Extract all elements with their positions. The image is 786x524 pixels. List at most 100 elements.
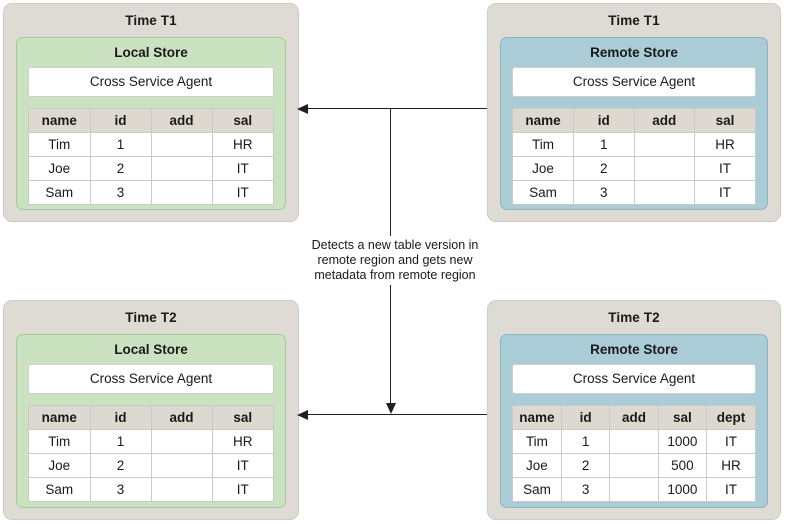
panel-t2-remote: Time T2 Remote Store Cross Service Agent… [487,300,781,520]
panel-title-t2-local: Time T2 [125,310,177,325]
data-table-t1-remote: name id add sal Tim 1 HR [513,108,755,204]
cell-add [150,155,213,181]
cell-name: Joe [29,155,91,181]
table-row: Sam 3 IT [513,179,755,204]
cell-sal: IT [211,476,273,501]
cell-sal: 1000 [657,476,708,501]
cell-id: 1 [573,131,635,157]
cell-add [150,452,213,478]
cell-name: Joe [513,155,574,181]
cell-sal: IT [694,179,755,204]
table-row: Joe 2 IT [29,452,273,478]
table-header-row: name id add sal dept [513,405,755,430]
cell-id: 2 [573,155,635,181]
col-header-sal: sal [694,108,755,133]
store-box-remote-t2: Remote Store Cross Service Agent name id… [500,334,768,508]
table-row: Sam 3 1000 IT [513,476,755,501]
cell-name: Tim [29,428,91,454]
col-header-add: add [150,405,213,430]
panel-t1-local: Time T1 Local Store Cross Service Agent … [3,3,299,222]
cell-add [150,179,213,204]
cell-sal: IT [211,155,273,181]
store-title-remote-t1: Remote Store [590,45,678,60]
cell-id: 2 [89,155,152,181]
cell-name: Sam [29,476,91,501]
panel-title-t2-remote: Time T2 [608,310,660,325]
cell-id: 3 [89,476,152,501]
cell-sal: HR [211,131,273,157]
cell-dept: HR [706,452,755,478]
cell-sal: IT [211,452,273,478]
table-row: Tim 1 HR [29,428,273,454]
cell-name: Tim [29,131,91,157]
table-header-row: name id add sal [29,405,273,430]
arrowhead-top-left [297,104,308,114]
cell-add [633,155,695,181]
cross-service-agent-t2-local: Cross Service Agent [28,363,274,394]
table-wrap-t1-local: name id add sal Tim 1 HR [28,107,274,205]
cell-name: Tim [513,428,562,454]
panel-title-t1-remote: Time T1 [608,13,660,28]
col-header-name: name [29,405,91,430]
cell-id: 1 [560,428,611,454]
col-header-add: add [633,108,695,133]
cell-name: Tim [513,131,574,157]
table-row: Sam 3 IT [29,476,273,501]
col-header-id: id [560,405,611,430]
data-table-t2-remote: name id add sal dept Tim 1 1000 [513,405,755,501]
cross-service-agent-t1-remote: Cross Service Agent [512,66,756,97]
cell-id: 3 [573,179,635,204]
store-title-remote-t2: Remote Store [590,342,678,357]
store-title-local-t1: Local Store [114,45,188,60]
col-header-sal: sal [211,108,273,133]
arrowhead-vertical-down [386,403,396,414]
cell-add [633,131,695,157]
cell-add [150,428,213,454]
cell-id: 2 [560,452,611,478]
cell-add [150,131,213,157]
connector-line-top [308,108,487,109]
cross-service-agent-t1-local: Cross Service Agent [28,66,274,97]
table-row: Sam 3 IT [29,179,273,204]
cell-add [609,476,659,501]
store-box-local-t2: Local Store Cross Service Agent name id … [16,334,286,508]
cell-id: 3 [89,179,152,204]
cell-name: Sam [513,476,562,501]
col-header-name: name [513,108,574,133]
table-row: Tim 1 HR [29,131,273,157]
cross-service-agent-t2-remote: Cross Service Agent [512,363,756,394]
cell-id: 1 [89,131,152,157]
cell-sal: 500 [657,452,708,478]
cell-id: 2 [89,452,152,478]
cell-add [150,476,213,501]
table-header-row: name id add sal [513,108,755,133]
cell-name: Sam [29,179,91,204]
arrowhead-bottom-left [297,410,308,420]
col-header-add: add [150,108,213,133]
flow-annotation-text: Detects a new table version in remote re… [291,236,499,285]
table-row: Tim 1 1000 IT [513,428,755,454]
cell-sal: 1000 [657,428,708,454]
panel-t2-local: Time T2 Local Store Cross Service Agent … [3,300,299,520]
cell-name: Sam [513,179,574,204]
cell-sal: IT [211,179,273,204]
store-box-remote-t1: Remote Store Cross Service Agent name id… [500,37,768,210]
store-box-local-t1: Local Store Cross Service Agent name id … [16,37,286,210]
col-header-name: name [513,405,562,430]
table-row: Tim 1 HR [513,131,755,157]
table-row: Joe 2 IT [513,155,755,181]
cell-sal: IT [694,155,755,181]
store-title-local-t2: Local Store [114,342,188,357]
cell-sal: HR [211,428,273,454]
table-row: Joe 2 500 HR [513,452,755,478]
cell-dept: IT [706,476,755,501]
cell-add [633,179,695,204]
cell-id: 1 [89,428,152,454]
table-header-row: name id add sal [29,108,273,133]
cell-name: Joe [29,452,91,478]
col-header-sal: sal [657,405,708,430]
table-wrap-t2-local: name id add sal Tim 1 HR [28,404,274,502]
table-wrap-t1-remote: name id add sal Tim 1 HR [512,107,756,205]
data-table-t1-local: name id add sal Tim 1 HR [29,108,273,204]
